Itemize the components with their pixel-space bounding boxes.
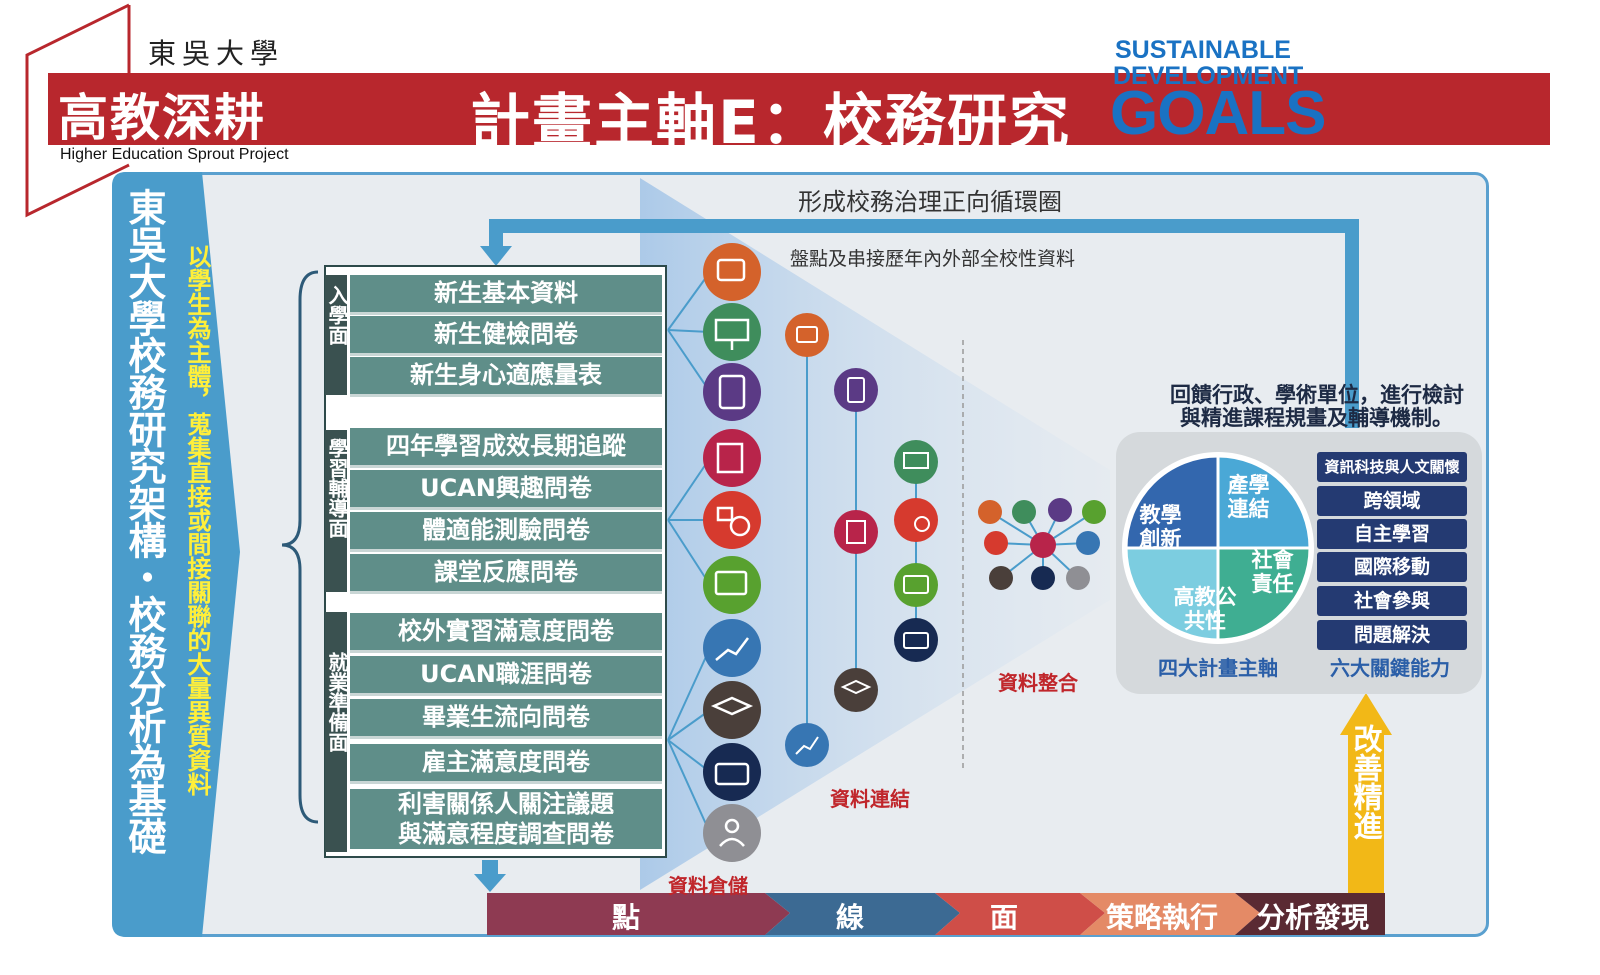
checklist-icon	[834, 368, 878, 412]
list-item: 體適能測驗問卷	[350, 512, 662, 552]
code-settings-icon	[894, 563, 938, 607]
feedback-text-line1: 回饋行政、學術單位，進行檢討	[1170, 383, 1464, 407]
ability-item: 跨領域	[1317, 486, 1467, 516]
feedback-text-line2: 與精進課程規畫及輔導機制。	[1180, 406, 1453, 430]
ability-item: 自主學習	[1317, 519, 1467, 549]
briefcase-icon	[1031, 566, 1055, 590]
step-plane: 面	[990, 901, 1019, 934]
growth-chart-icon	[703, 619, 761, 677]
step-analysis: 分析發現	[1257, 901, 1370, 934]
step-strategy: 策略執行	[1106, 901, 1219, 934]
code-settings-icon	[1082, 500, 1106, 524]
list-item: 利害關係人關注議題與滿意程度調查問卷	[350, 789, 662, 849]
list-item: 四年學習成效長期追蹤	[350, 428, 662, 468]
header-red-bar	[48, 73, 1550, 145]
code-settings-icon	[703, 556, 761, 614]
presentation-icon	[1012, 500, 1036, 524]
plan-axes-caption: 四大計畫主軸	[1158, 656, 1278, 680]
brand-title: 高教深耕	[58, 89, 266, 147]
sdg-logo-goals: GOALS	[1110, 79, 1326, 148]
growth-chart-icon	[1076, 531, 1100, 555]
list-item: 校外實習滿意度問卷	[350, 613, 662, 653]
books-sports-icon	[984, 531, 1008, 555]
puzzle-piece-industry: 產學連結	[1227, 473, 1270, 521]
puzzle-piece-teaching: 教學創新	[1139, 503, 1182, 551]
report-icon	[978, 500, 1002, 524]
presentation-icon	[703, 303, 761, 361]
group-label-employment: 就業準備面	[325, 612, 349, 852]
stage-label-storage: 資料倉儲	[668, 874, 748, 898]
group-label-learning: 學習輔導面	[325, 430, 349, 592]
ability-item: 資訊科技與人文關懷	[1317, 452, 1467, 482]
loop-label: 形成校務治理正向循環圈	[798, 188, 1062, 216]
ability-item: 國際移動	[1317, 552, 1467, 582]
growth-chart-icon	[785, 723, 829, 767]
certificate-icon	[834, 510, 878, 554]
puzzle-piece-public: 高教公共性	[1173, 585, 1237, 633]
books-sports-icon	[894, 498, 938, 542]
people-network-icon	[1066, 566, 1090, 590]
certificate-icon	[703, 429, 761, 487]
checklist-icon	[703, 363, 761, 421]
list-item: UCAN興趣問卷	[350, 470, 662, 510]
inventory-label: 盤點及串接歷年內外部全校性資料	[790, 248, 1076, 270]
list-item-line1: 利害關係人關注議題	[398, 790, 614, 818]
framework-column-shape	[112, 172, 240, 937]
list-item-line2: 與滿意程度調查問卷	[398, 820, 614, 848]
graduation-cap-icon	[703, 681, 761, 739]
step-line: 線	[836, 901, 865, 934]
brand-subtitle: Higher Education Sprout Project	[60, 146, 289, 163]
sdg-logo-line2: DEVELOPMENT	[1113, 62, 1304, 90]
certificate-icon	[1030, 532, 1056, 558]
report-icon	[703, 243, 761, 301]
briefcase-icon	[703, 743, 761, 801]
report-icon	[785, 313, 829, 357]
header-frame-decoration	[25, 3, 131, 218]
abilities-caption: 六大關鍵能力	[1330, 656, 1450, 680]
framework-title: 東吳大學校務研究架構・校務分析為基礎	[122, 188, 166, 854]
stage-label-linking: 資料連結	[830, 787, 910, 811]
puzzle-piece-social: 社會責任	[1251, 548, 1294, 596]
list-item: UCAN職涯問卷	[350, 656, 662, 696]
list-item: 課堂反應問卷	[350, 554, 662, 594]
list-item: 新生基本資料	[350, 275, 662, 315]
improve-label: 改善精進	[1349, 724, 1383, 840]
graduation-cap-icon	[989, 566, 1013, 590]
list-item: 新生健檢問卷	[350, 316, 662, 356]
people-network-icon	[703, 804, 761, 862]
briefcase-icon	[894, 618, 938, 662]
ability-item: 問題解決	[1317, 620, 1467, 650]
list-item: 雇主滿意度問卷	[350, 744, 662, 784]
main-title: 計畫主軸E：校務研究	[470, 88, 1071, 158]
university-name: 東吳大學	[148, 37, 285, 70]
group-label-admission: 入學面	[325, 275, 349, 395]
books-sports-icon	[703, 491, 761, 549]
framework-subtitle: 以學生為主體，蒐集直接或間接關聯的大量異質資料	[183, 244, 211, 796]
presentation-icon	[894, 440, 938, 484]
step-point: 點	[612, 901, 641, 934]
list-item: 畢業生流向問卷	[350, 699, 662, 739]
stage-label-integration: 資料整合	[998, 671, 1078, 695]
puzzle-circle	[1122, 452, 1314, 644]
list-item: 新生身心適應量表	[350, 357, 662, 397]
checklist-icon	[1048, 498, 1072, 522]
ability-item: 社會參與	[1317, 586, 1467, 616]
sdg-logo-line1: SUSTAINABLE	[1115, 36, 1291, 64]
graduation-cap-icon	[834, 668, 878, 712]
